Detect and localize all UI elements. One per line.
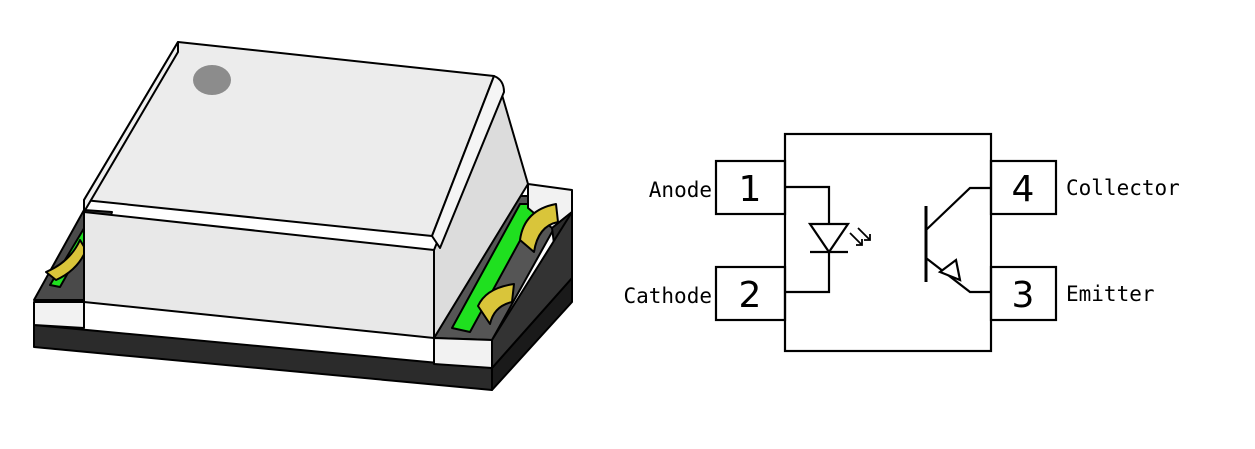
- led-diode-symbol: [807, 222, 851, 254]
- transistor-emitter-arrow: [937, 258, 962, 282]
- package-body-edge: [431, 75, 505, 249]
- package-3d-view: [33, 41, 573, 391]
- substrate-right-front: [491, 211, 573, 369]
- lead-right-lower: [477, 283, 515, 325]
- pin-number-1: 1: [739, 169, 762, 210]
- pin-number-3: 3: [1012, 275, 1035, 316]
- pin-label-anode: Anode: [649, 178, 712, 202]
- pin-number-4: 4: [1012, 169, 1035, 210]
- led-wire-anode: [785, 185, 831, 224]
- schematic-body: [783, 132, 993, 353]
- package-body-edge-left: [83, 41, 179, 213]
- led-wire-cathode: [785, 252, 831, 294]
- end-cap-front-left: [33, 301, 85, 329]
- pin-box-2: [714, 265, 787, 322]
- pin-number-2: 2: [739, 275, 762, 316]
- transistor-collector-lead: [925, 186, 991, 231]
- pin-label-collector: Collector: [1066, 176, 1180, 200]
- package-body-top: [83, 41, 495, 237]
- pin-label-cathode: Cathode: [623, 284, 712, 308]
- led-emission-arrows: [849, 227, 871, 246]
- lead-right-upper: [519, 203, 559, 253]
- pin-box-3: [989, 265, 1058, 322]
- schematic-symbol: [714, 132, 1058, 353]
- pin-label-emitter: Emitter: [1066, 282, 1155, 306]
- transistor-emitter-lead: [925, 257, 991, 294]
- end-cap-front-right: [433, 337, 493, 369]
- pin1-marker: [193, 65, 231, 95]
